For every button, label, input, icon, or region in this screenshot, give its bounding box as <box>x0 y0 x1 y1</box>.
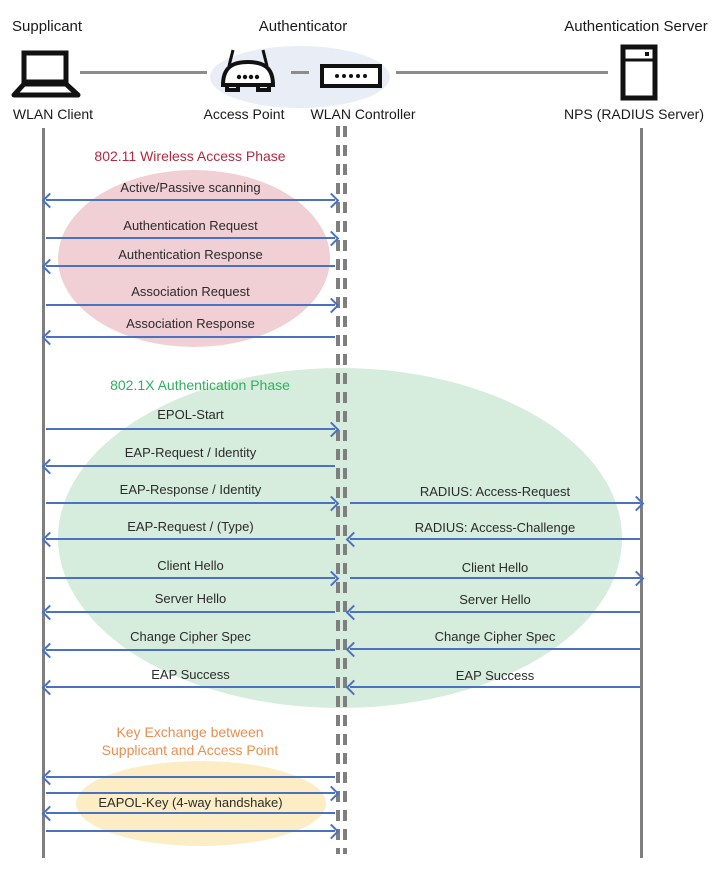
key-exchange-title-line-1: Key Exchange between <box>116 724 264 740</box>
node-label-nps: NPS (RADIUS Server) <box>563 106 705 122</box>
message-label: Change Cipher Spec <box>434 629 556 644</box>
message-arrow <box>46 495 340 512</box>
server-icon <box>620 44 658 101</box>
controller-lifeline-dash-1 <box>336 126 340 854</box>
message-label: RADIUS: Access-Request <box>419 484 571 499</box>
key-exchange-arrow <box>46 823 340 840</box>
message-arrow <box>345 641 640 658</box>
message-arrow <box>41 192 340 209</box>
message-arrow <box>350 495 645 512</box>
message-label: Authentication Request <box>123 218 258 233</box>
message-arrow <box>350 570 645 587</box>
message-arrow <box>41 642 335 659</box>
role-authentication-server: Authentication Server <box>564 18 708 35</box>
wireless-phase-title: 802.11 Wireless Access Phase <box>94 148 286 164</box>
message-label: EPOL-Start <box>157 407 224 422</box>
message-label: Active/Passive scanning <box>120 180 261 195</box>
message-label: Association Request <box>131 284 250 299</box>
role-authenticator: Authenticator <box>258 18 348 35</box>
message-label: EAP-Request / (Type) <box>127 519 254 534</box>
node-label-access-point: Access Point <box>203 106 285 122</box>
message-label: Server Hello <box>459 592 531 607</box>
key-exchange-arrow <box>41 805 335 822</box>
message-label: EAP-Response / Identity <box>119 482 262 497</box>
message-arrow <box>46 421 340 438</box>
message-arrow <box>345 604 640 621</box>
message-arrow <box>46 297 340 314</box>
message-arrow <box>46 570 340 587</box>
key-exchange-title-line-2: Supplicant and Access Point <box>101 742 279 758</box>
message-arrow <box>41 604 335 621</box>
client-lifeline <box>42 128 45 858</box>
message-label: Authentication Response <box>118 247 263 262</box>
role-supplicant: Supplicant <box>12 18 83 35</box>
message-arrow <box>345 679 640 696</box>
message-label: Association Response <box>126 316 255 331</box>
server-lifeline <box>640 128 643 858</box>
access-point-icon <box>218 48 278 98</box>
message-arrow <box>41 458 335 475</box>
auth-phase-title: 802.1X Authentication Phase <box>110 377 290 393</box>
message-label: EAP Success <box>151 667 230 682</box>
connector-ap-controller <box>291 71 309 74</box>
message-label: Client Hello <box>157 558 224 573</box>
node-label-wlan-controller: WLAN Controller <box>310 106 416 122</box>
message-label: Server Hello <box>154 591 227 606</box>
message-label: Client Hello <box>461 560 529 575</box>
message-label: EAP Success <box>455 668 535 683</box>
message-arrow <box>41 531 335 548</box>
key-exchange-arrow <box>41 769 335 786</box>
key-exchange-arrow <box>46 785 340 802</box>
message-label: EAP-Request / Identity <box>124 445 257 460</box>
message-arrow <box>345 531 640 548</box>
connector-client-ap <box>80 71 207 74</box>
connector-controller-server <box>396 71 608 74</box>
node-label-wlan-client: WLAN Client <box>12 106 94 122</box>
message-arrow <box>46 230 340 247</box>
message-label: Change Cipher Spec <box>130 629 251 644</box>
wlan-controller-icon <box>320 64 382 88</box>
laptop-icon <box>10 50 82 98</box>
message-label: RADIUS: Access-Challenge <box>414 520 576 535</box>
message-arrow <box>41 679 335 696</box>
message-arrow <box>41 258 335 275</box>
key-exchange-phase-title: Key Exchange between Supplicant and Acce… <box>50 723 330 759</box>
message-arrow <box>41 329 335 346</box>
controller-lifeline-dash-2 <box>343 126 347 854</box>
key-exchange-label: EAPOL-Key (4-way handshake) <box>98 795 283 810</box>
